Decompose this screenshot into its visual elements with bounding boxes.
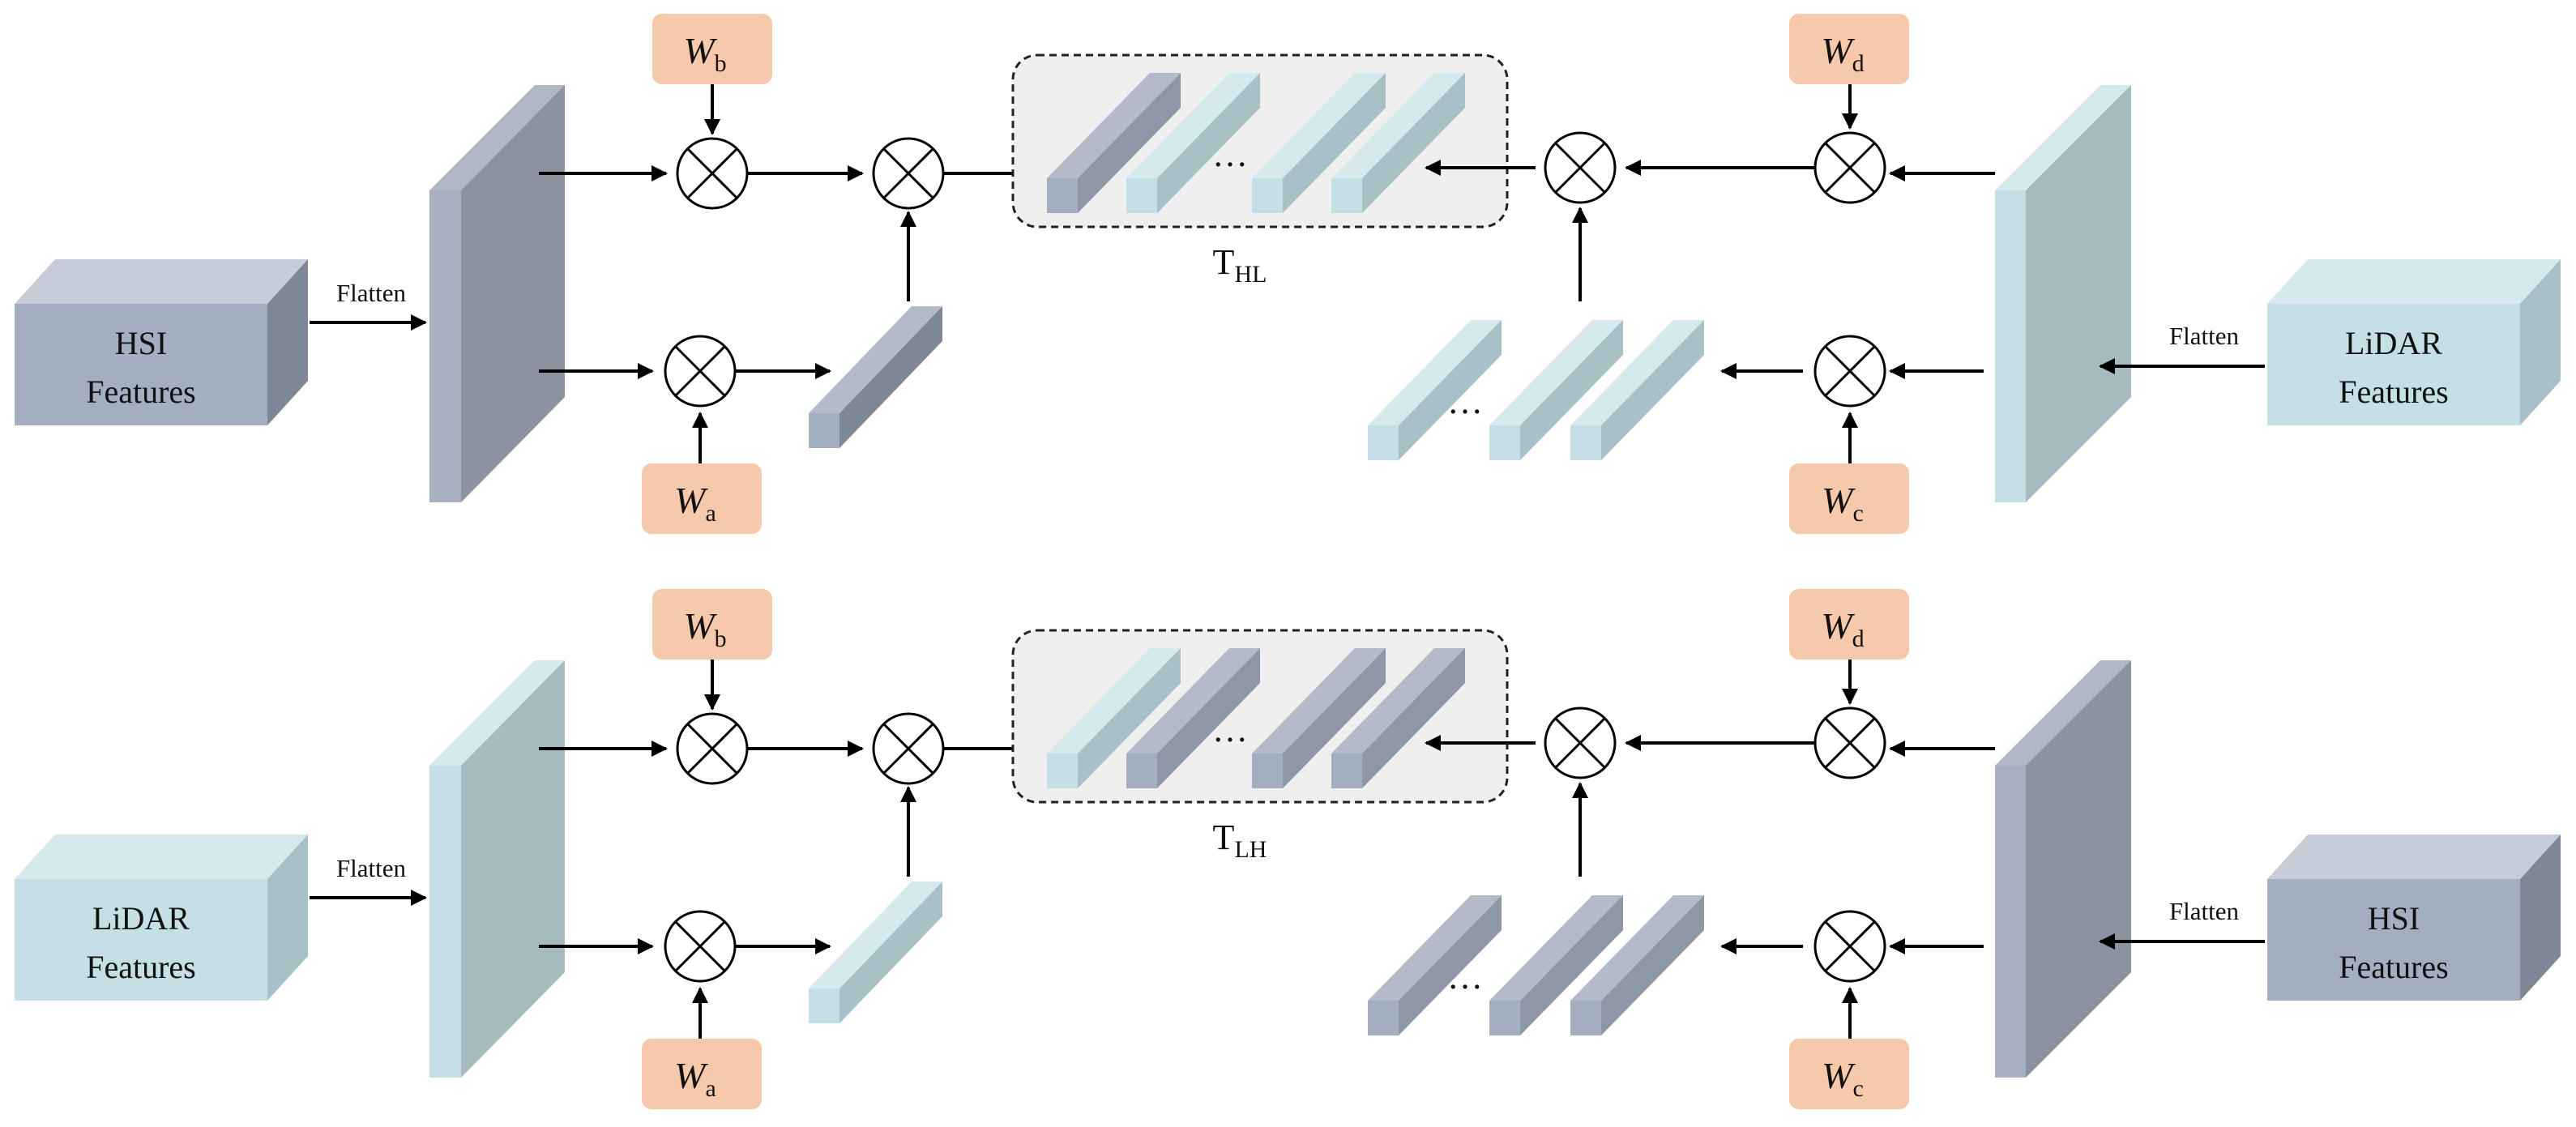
svg-text:THL: THL	[1213, 242, 1267, 288]
flattened-plate-hsi	[1995, 660, 2131, 1078]
multiply-node-d	[1813, 707, 1886, 779]
lidar-features-label-line2: Features	[2339, 374, 2449, 410]
wa-base: W	[674, 480, 708, 521]
weight-wc: Wc	[1789, 463, 1909, 534]
block-lh: LiDAR Features Flatten Wb	[15, 589, 2561, 1109]
wd-base: W	[1821, 30, 1855, 71]
hsi-features-box-right: HSI Features	[2267, 835, 2561, 1001]
multiply-node-b	[676, 137, 749, 210]
patch-ellipsis-lh: …	[1447, 957, 1483, 997]
lidar-patch-tokens: …	[1368, 320, 1704, 460]
flatten-label-right: Flatten	[2169, 322, 2240, 350]
svg-text:Wc: Wc	[1822, 1055, 1864, 1102]
wd-base: W	[1821, 605, 1855, 647]
flatten-label-left: Flatten	[336, 854, 407, 882]
svg-text:TLH: TLH	[1213, 818, 1267, 863]
weight-wc: Wc	[1789, 1039, 1909, 1109]
block-hl: HSI Features Flatten Wb	[15, 14, 2561, 534]
lidar-class-token	[809, 882, 942, 1023]
flattened-plate-lidar	[429, 660, 565, 1078]
lidar-features-label-line1: LiDAR	[92, 900, 190, 937]
multiply-node-a	[664, 910, 737, 983]
weight-wb: Wb	[652, 589, 772, 660]
wd-sub: d	[1852, 50, 1865, 77]
multiply-node-c	[1813, 910, 1886, 983]
multiply-node-c	[1813, 335, 1886, 408]
t-hl-base: T	[1213, 242, 1235, 282]
lidar-features-box-right: LiDAR Features	[2267, 259, 2561, 425]
svg-text:Wa: Wa	[674, 1055, 716, 1102]
flatten-label-right: Flatten	[2169, 897, 2240, 925]
weight-wa: Wa	[642, 463, 762, 534]
lidar-features-label-line1: LiDAR	[2345, 325, 2442, 361]
multiply-node-d	[1813, 131, 1886, 204]
wd-sub: d	[1852, 625, 1865, 652]
t-lh-base: T	[1213, 818, 1235, 857]
wa-sub: a	[706, 1075, 716, 1102]
wb-base: W	[683, 605, 717, 647]
weight-wb: Wb	[652, 14, 772, 84]
weight-wd: Wd	[1789, 14, 1909, 84]
weight-wa: Wa	[642, 1039, 762, 1109]
hsi-features-label-line1: HSI	[2368, 900, 2420, 937]
svg-text:Wb: Wb	[683, 30, 726, 77]
lidar-features-label-line2: Features	[86, 949, 196, 985]
tokens-ellipsis-hl: …	[1212, 134, 1248, 174]
tokens-ellipsis-lh: …	[1212, 710, 1248, 749]
weight-wd: Wd	[1789, 589, 1909, 660]
wa-base: W	[674, 1055, 708, 1096]
hsi-features-label-line2: Features	[2339, 949, 2449, 985]
svg-text:Wc: Wc	[1822, 480, 1864, 527]
svg-text:Wa: Wa	[674, 480, 716, 527]
svg-text:Wb: Wb	[683, 605, 726, 652]
flattened-plate-lidar	[1995, 85, 2131, 502]
hsi-features-label-line2: Features	[86, 374, 196, 410]
multiply-node-b	[676, 712, 749, 785]
wb-sub: b	[715, 50, 727, 77]
wc-base: W	[1822, 480, 1856, 521]
wc-sub: c	[1853, 1075, 1864, 1102]
token-group-hl: …	[1011, 53, 1509, 228]
multiply-node-concat-r	[1544, 707, 1617, 779]
t-hl-sub: HL	[1234, 261, 1267, 288]
flattened-plate-hsi	[429, 85, 565, 502]
multiply-node-concat-r	[1544, 131, 1617, 204]
hsi-class-token	[809, 306, 942, 448]
token-group-lh: …	[1011, 629, 1509, 804]
hsi-patch-tokens: …	[1368, 895, 1704, 1035]
hsi-features-label-line1: HSI	[115, 325, 167, 361]
multiply-node-concat	[872, 137, 945, 210]
lidar-features-box-left: LiDAR Features	[15, 835, 308, 1001]
hsi-features-box-left: HSI Features	[15, 259, 308, 425]
wc-base: W	[1822, 1055, 1856, 1096]
wa-sub: a	[706, 500, 716, 527]
multiply-node-a	[664, 335, 737, 408]
wb-sub: b	[715, 625, 727, 652]
svg-text:Wd: Wd	[1821, 605, 1864, 652]
multiply-node-concat	[872, 712, 945, 785]
wc-sub: c	[1853, 500, 1864, 527]
wb-base: W	[683, 30, 717, 71]
svg-text:Wd: Wd	[1821, 30, 1864, 77]
t-lh-sub: LH	[1234, 836, 1267, 863]
flatten-label-left: Flatten	[336, 279, 407, 307]
patch-ellipsis-hl: …	[1447, 382, 1483, 421]
